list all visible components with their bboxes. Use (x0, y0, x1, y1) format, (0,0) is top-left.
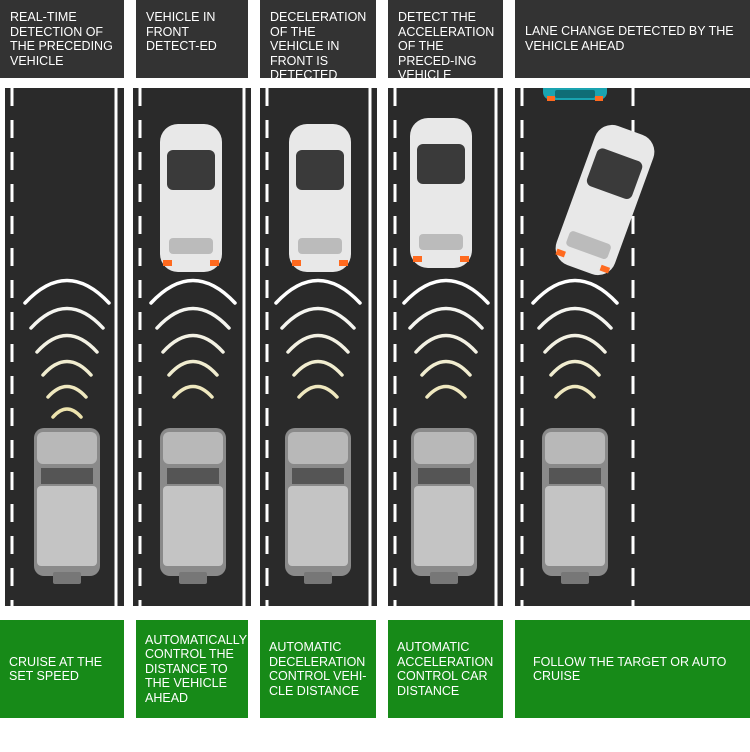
panel-4-header: DETECT THE ACCELERATION OF THE PRECED-IN… (388, 0, 503, 82)
sensor-waves-icon (531, 278, 619, 399)
sensor-waves-icon (149, 278, 237, 399)
panel-3-header: DECELERATION OF THE VEHICLE IN FRONT IS … (260, 0, 376, 82)
panel-3-footer-text: AUTOMATIC DECELERATION CONTROL VEHI-CLE … (269, 640, 367, 698)
panel-3-road (260, 88, 377, 606)
own-car-icon (34, 428, 100, 584)
panel-4-footer: AUTOMATIC ACCELERATION CONTROL CAR DISTA… (388, 620, 503, 718)
panel-5-header: LANE CHANGE DETECTED BY THE VEHICLE AHEA… (515, 0, 750, 78)
panel-4-footer-text: AUTOMATIC ACCELERATION CONTROL CAR DISTA… (397, 640, 494, 698)
front-car-icon (555, 124, 655, 276)
side-car-icon (543, 88, 607, 101)
panel-4-road (388, 88, 503, 606)
own-car-icon (160, 428, 226, 584)
own-car-icon (285, 428, 351, 584)
sensor-waves-icon (402, 278, 490, 399)
panel-2-footer-text: AUTOMATICALLY CONTROL THE DISTANCE TO TH… (145, 632, 247, 705)
panel-3-footer: AUTOMATIC DECELERATION CONTROL VEHI-CLE … (260, 620, 376, 718)
panel-5-footer-text: FOLLOW THE TARGET OR AUTO CRUISE (533, 654, 727, 684)
panel-1-footer: CRUISE AT THE SET SPEED (0, 620, 124, 718)
front-car-icon (289, 124, 351, 272)
panel-2-road (133, 88, 251, 606)
own-car-icon (411, 428, 477, 584)
panel-2-header: VEHICLE IN FRONT DETECT-ED (136, 0, 248, 78)
panel-1-footer-text: CRUISE AT THE SET SPEED (9, 654, 103, 684)
panel-2-footer: AUTOMATICALLY CONTROL THE DISTANCE TO TH… (136, 620, 248, 718)
panel-5-road (515, 88, 750, 606)
panel-1-road (5, 88, 124, 606)
sensor-waves-icon (274, 278, 362, 399)
front-car-icon (160, 124, 222, 272)
sensor-waves-icon (23, 278, 111, 419)
own-car-icon (542, 428, 608, 584)
panel-1-header: REAL-TIME DETECTION OF THE PRECEDING VEH… (0, 0, 124, 78)
panel-5-footer: FOLLOW THE TARGET OR AUTO CRUISE (515, 620, 750, 718)
front-car-icon (410, 118, 472, 268)
